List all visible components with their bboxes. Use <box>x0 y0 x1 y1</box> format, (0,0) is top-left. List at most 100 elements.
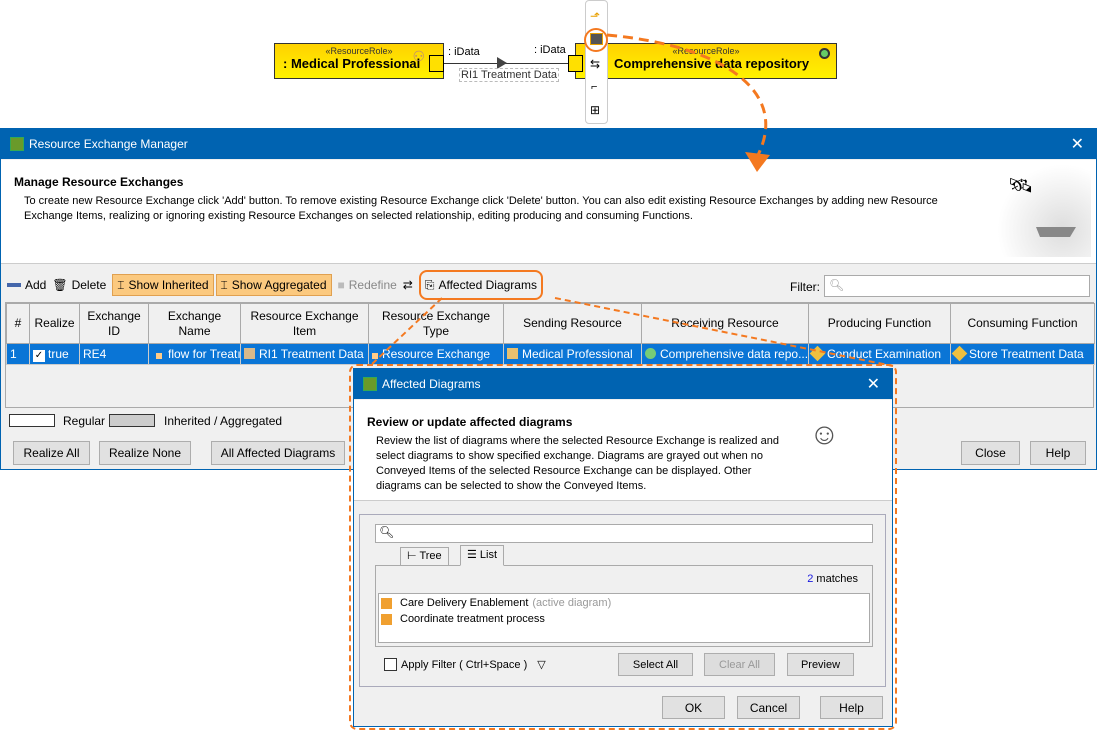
apply-filter-checkbox[interactable]: Apply Filter ( Ctrl+Space )▽ <box>384 658 546 671</box>
note-icon[interactable]: ⌐ <box>591 81 598 93</box>
flow-icon <box>372 353 378 359</box>
column-header[interactable]: Resource Exchange Type <box>368 303 504 344</box>
column-header[interactable]: Consuming Function <box>950 303 1095 344</box>
stereotype: «ResourceRole» <box>325 46 393 56</box>
close-icon[interactable]: ✕ <box>866 376 880 393</box>
column-header[interactable]: Exchange Name <box>148 303 241 344</box>
connector-icon[interactable]: ⬏ <box>590 9 601 23</box>
list-item[interactable]: Care Delivery Enablement(active diagram) <box>379 594 869 612</box>
header-panel: Review or update affected diagrams Revie… <box>354 400 892 501</box>
medical-professional-part[interactable]: «ResourceRole» : Medical Professional ⚇ <box>274 43 444 79</box>
show-aggregated-toggle[interactable]: ⌶Show Aggregated <box>215 274 332 296</box>
satellite-ship-illustration: 🛰 <box>996 165 1091 257</box>
dialog-title: Affected Diagrams <box>382 377 481 391</box>
header-title: Review or update affected diagrams <box>367 415 573 429</box>
search-input[interactable]: 🔍︎ <box>375 524 873 543</box>
affected-diagrams-dialog: Affected Diagrams ✕ Review or update aff… <box>353 368 893 727</box>
producing-function[interactable]: Conduct Examination <box>808 343 951 365</box>
realize-none-button[interactable]: Realize None <box>99 441 191 465</box>
affected-diagrams-button[interactable]: ⎘Affected Diagrams <box>418 270 543 300</box>
all-affected-diagrams-button[interactable]: All Affected Diagrams <box>211 441 345 465</box>
swap-icon[interactable]: ⇄ <box>402 278 413 292</box>
data-repository-part[interactable]: «ResourceRole» Comprehensive data reposi… <box>575 43 837 79</box>
column-header[interactable]: Resource Exchange Item <box>240 303 369 344</box>
title-bar: Resource Exchange Manager ✕ <box>1 129 1096 159</box>
list-panel: 2 matches Care Delivery Enablement(activ… <box>375 565 873 647</box>
column-header[interactable]: Exchange ID <box>79 303 149 344</box>
receiving-resource[interactable]: Comprehensive data repo... <box>641 343 809 365</box>
diagram-illustration: ☺ <box>809 418 840 451</box>
legend-inherited-swatch <box>109 414 155 427</box>
select-all-button[interactable]: Select All <box>618 653 693 676</box>
resource-exchange-manager-icon[interactable] <box>590 33 603 45</box>
part-name: : Medical Professional <box>283 56 421 71</box>
smart-manipulator-toolbar: ⬏ ⇆ ⌐ ⊞ <box>585 0 608 124</box>
header-panel: Manage Resource Exchanges To create new … <box>1 160 1096 264</box>
clear-all-button: Clear All <box>704 653 775 676</box>
realize-cell[interactable]: ✓true <box>29 343 80 365</box>
stereotype: «ResourceRole» <box>672 46 740 56</box>
info-item-icon <box>244 348 255 359</box>
consuming-function[interactable]: Store Treatment Data <box>950 343 1095 365</box>
list-item[interactable]: Coordinate treatment process <box>379 612 869 626</box>
header-description: Review the list of diagrams where the se… <box>376 435 779 492</box>
cancel-button[interactable]: Cancel <box>737 696 800 719</box>
matches-count: 2 matches <box>807 573 858 585</box>
window-title: Resource Exchange Manager <box>29 137 188 151</box>
right-port-label: : iData <box>534 44 566 56</box>
add-icon <box>7 283 21 287</box>
row-number: 1 <box>6 343 30 365</box>
part-name: Comprehensive data repository <box>614 56 810 71</box>
redefine-button[interactable]: ■Redefine <box>337 278 397 292</box>
checkbox-checked[interactable]: ✓ <box>33 349 45 362</box>
tab-list[interactable]: ☰ List <box>460 545 505 566</box>
left-port-label: : iData <box>448 46 480 58</box>
legend-regular-swatch <box>9 414 55 427</box>
structure-icon[interactable]: ⊞ <box>590 103 601 117</box>
arrow-icon <box>497 57 507 69</box>
header-title: Manage Resource Exchanges <box>14 175 184 189</box>
show-inherited-toggle[interactable]: ⌶Show Inherited <box>112 274 214 296</box>
tab-tree[interactable]: ⊢ Tree <box>400 547 449 566</box>
column-header[interactable]: Realize <box>29 303 80 344</box>
app-icon <box>363 377 377 391</box>
diagram-icon <box>381 597 392 609</box>
realize-all-button[interactable]: Realize All <box>13 441 90 465</box>
column-header[interactable]: Sending Resource <box>503 303 642 344</box>
inherited-icon: ⌶ <box>117 277 125 292</box>
help-button[interactable]: Help <box>1030 441 1086 465</box>
help-button[interactable]: Help <box>820 696 883 719</box>
filter-input[interactable]: 🔍︎ <box>824 275 1090 297</box>
flow-icon[interactable]: ⇆ <box>590 57 601 71</box>
diagram-icon <box>381 613 392 625</box>
toolbar: Add 🗑Delete ⌶Show Inherited ⌶Show Aggreg… <box>7 270 543 300</box>
exchange-id: RE4 <box>79 343 149 365</box>
preview-button[interactable]: Preview <box>787 653 854 676</box>
legend-regular: Regular <box>63 414 106 428</box>
delete-button[interactable]: 🗑Delete <box>52 278 107 292</box>
checkbox[interactable] <box>384 658 397 671</box>
affected-diagrams-icon: ⎘ <box>424 277 435 292</box>
right-port[interactable] <box>568 55 583 72</box>
left-port[interactable] <box>429 55 444 72</box>
add-button[interactable]: Add <box>7 274 46 296</box>
header-description: To create new Resource Exchange click 'A… <box>24 195 938 222</box>
close-icon[interactable]: ✕ <box>1070 136 1084 153</box>
diagram-list: Care Delivery Enablement(active diagram)… <box>378 593 870 643</box>
exchange-name[interactable]: flow for Treatı <box>148 343 241 365</box>
table-row[interactable]: 1 ✓true RE4 flow for Treatı RI1 Treatmen… <box>6 343 1095 365</box>
close-button[interactable]: Close <box>961 441 1020 465</box>
aggregated-icon: ⌶ <box>220 277 228 292</box>
exchange-type[interactable]: Resource Exchange <box>368 343 504 365</box>
ok-button[interactable]: OK <box>662 696 725 719</box>
filter-icon[interactable]: ▽ <box>537 659 546 671</box>
column-header[interactable]: Receiving Resource <box>641 303 809 344</box>
legend-inherited: Inherited / Aggregated <box>164 414 283 428</box>
column-header[interactable]: # <box>6 303 30 344</box>
filter-label: Filter: <box>790 280 820 294</box>
exchange-item[interactable]: RI1 Treatment Data <box>240 343 369 365</box>
column-header[interactable]: Producing Function <box>808 303 951 344</box>
sending-resource[interactable]: Medical Professional <box>503 343 642 365</box>
flow-icon <box>156 353 162 359</box>
people-icon: ⚇ <box>412 48 425 64</box>
